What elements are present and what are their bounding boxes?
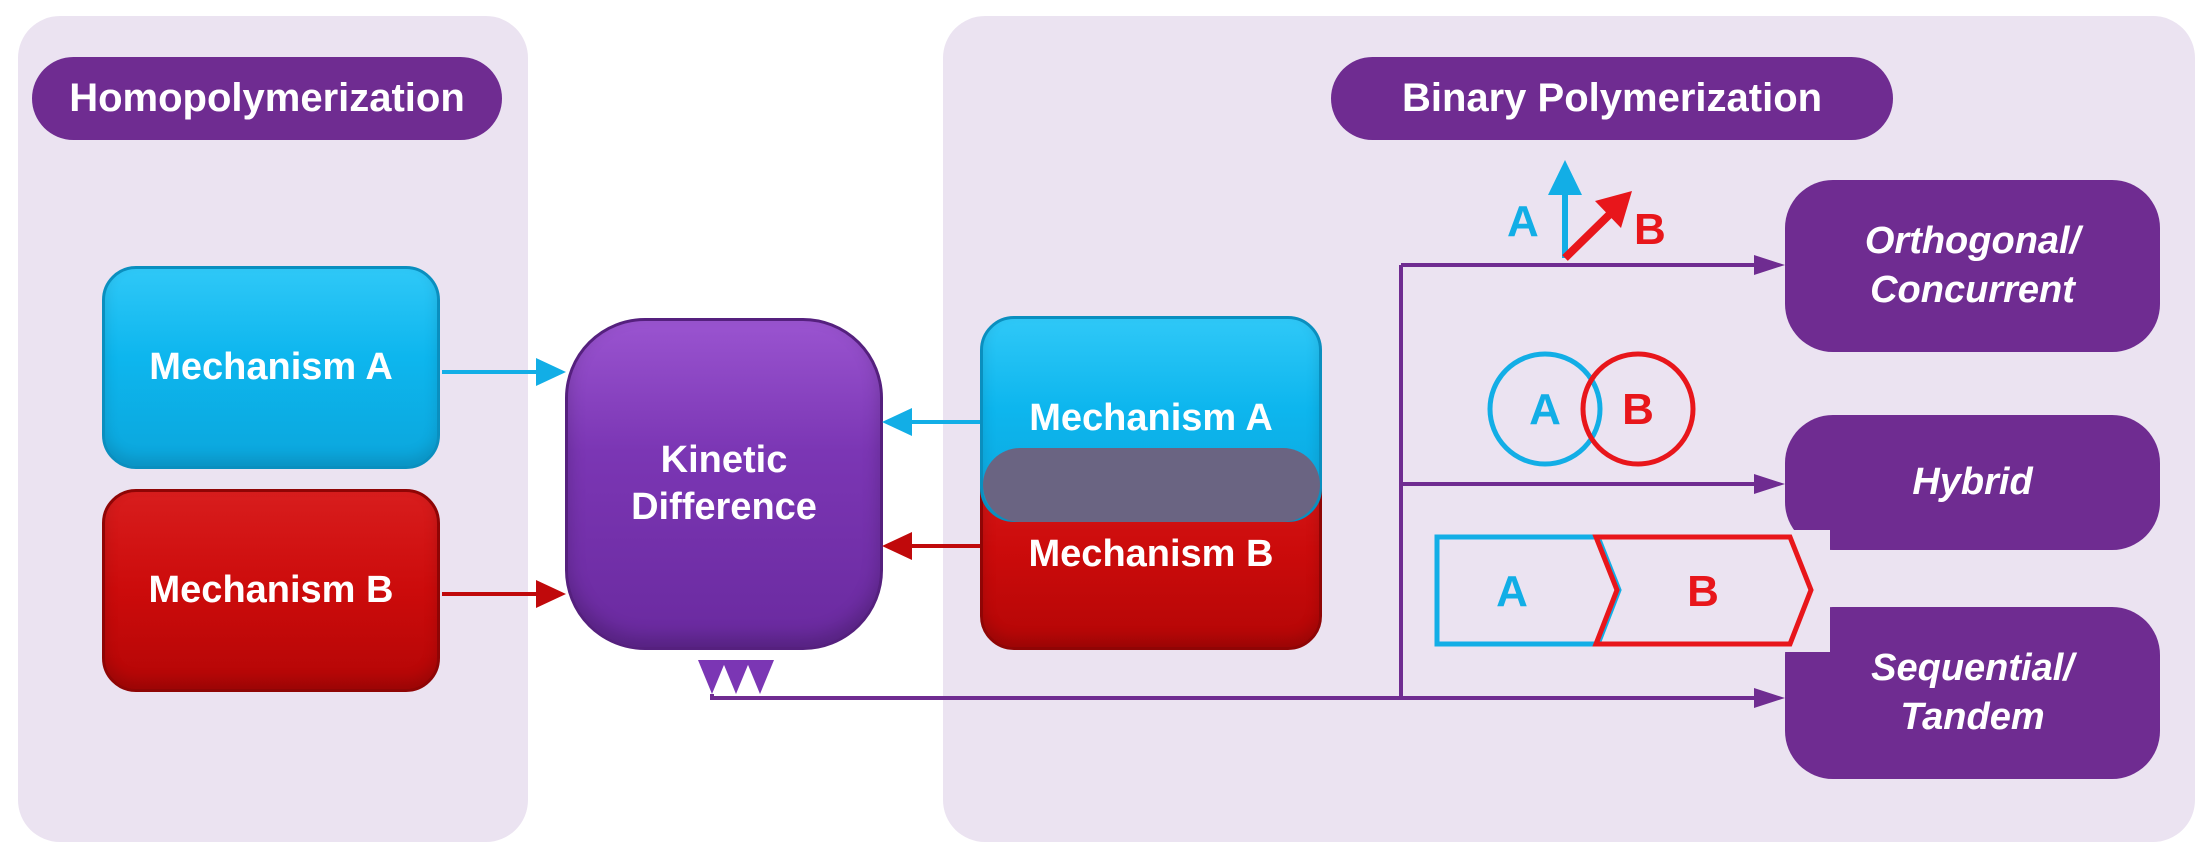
sequential-chevron-b-final: [1592, 534, 1814, 647]
distribution-lines: [712, 263, 1758, 700]
hybrid-symbol: A B: [1487, 351, 1696, 467]
homo-mechanism-a-box: Mechanism A: [102, 266, 440, 469]
orthogonal-concurrent-box: Orthogonal/ Concurrent: [1785, 180, 2160, 352]
kinetic-feedback-arrows: [698, 660, 774, 700]
orthogonal-symbol: A B: [1507, 160, 1666, 261]
arrow-binary-b-to-kinetic: [882, 532, 980, 560]
sequential-letter-a: A: [1496, 567, 1528, 616]
chevron-background: [1430, 530, 1830, 652]
arrow-homo-a-to-kinetic: [442, 358, 566, 386]
arrow-to-sequential: [1754, 688, 1785, 708]
hybrid-box: Hybrid: [1785, 415, 2160, 550]
sequential-line1: Sequential/: [1871, 646, 2074, 689]
arrow-to-orthogonal: [1754, 255, 1785, 275]
kinetic-label-line2: Difference: [631, 486, 817, 528]
kinetic-difference-box: Kinetic Difference: [565, 318, 883, 650]
orthogonal-letter-a: A: [1507, 197, 1539, 246]
orthogonal-line2: Concurrent: [1870, 269, 2075, 311]
hybrid-label: Hybrid: [1912, 460, 2033, 503]
hybrid-letter-b: B: [1622, 385, 1654, 434]
orthogonal-line1: Orthogonal/: [1864, 219, 2081, 262]
binary-mechanism-a-label: Mechanism A: [1029, 397, 1273, 439]
arrow-binary-a-to-kinetic: [882, 408, 980, 436]
orthogonal-letter-b: B: [1634, 205, 1666, 254]
sequential-line2: Tandem: [1900, 696, 2045, 738]
sequential-tandem-box: Sequential/ Tandem: [1785, 607, 2160, 779]
binary-polymerization-title: Binary Polymerization: [1331, 57, 1893, 140]
binary-mechanism-b-label: Mechanism B: [1028, 532, 1274, 575]
arrow-to-hybrid: [1754, 474, 1785, 494]
homopolymerization-title: Homopolymerization: [32, 57, 502, 140]
mechanism-overlap-region: [983, 448, 1320, 522]
homo-mechanism-b-box: Mechanism B: [102, 489, 440, 692]
arrow-homo-b-to-kinetic: [442, 580, 566, 608]
sequential-letter-b: B: [1687, 567, 1719, 616]
kinetic-label-line1: Kinetic: [660, 438, 788, 481]
hybrid-letter-a: A: [1529, 385, 1561, 434]
